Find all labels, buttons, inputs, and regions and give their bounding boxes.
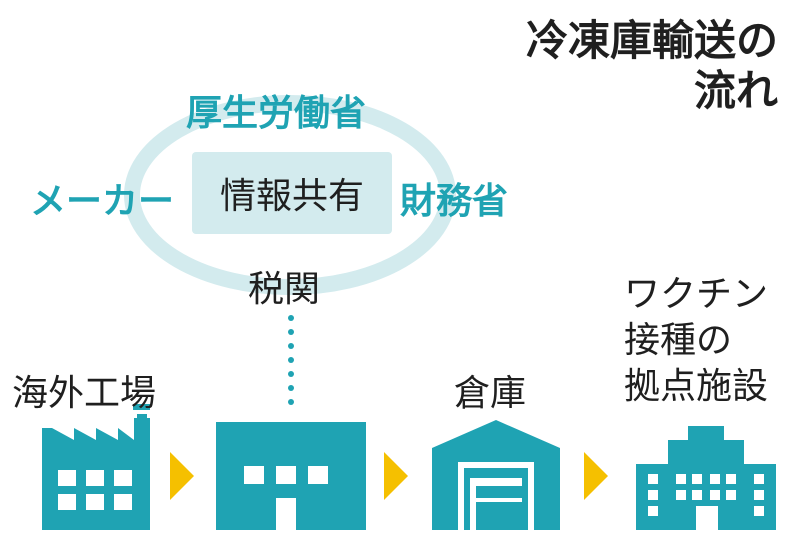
- flow-arrow-2: [384, 452, 408, 500]
- site-label-line-1: ワクチン: [624, 274, 769, 315]
- title-line-2: 流れ: [693, 66, 778, 115]
- info-sharing-ring: [124, 95, 456, 295]
- title-line-1: 冷凍庫輸送の: [525, 16, 778, 65]
- warehouse-label: 倉庫: [454, 373, 527, 414]
- flow-arrow-3: [584, 452, 608, 500]
- agency-mof: 財務省: [400, 180, 509, 222]
- customs-building-icon: [216, 422, 366, 530]
- factory-icon: [42, 404, 150, 530]
- site-label-line-2: 接種の: [624, 320, 733, 361]
- site-label: ワクチン 接種の 拠点施設: [624, 272, 768, 410]
- customs-label: 税関: [248, 269, 321, 310]
- factory-label: 海外工場: [12, 373, 157, 414]
- diagram-title: 冷凍庫輸送の 流れ: [526, 16, 778, 116]
- info-sharing-box: 情報共有: [192, 152, 392, 234]
- customs-dotted-line: [288, 315, 294, 405]
- vaccination-site-icon: [636, 426, 776, 530]
- flow-arrow-1: [170, 452, 194, 500]
- info-sharing-label: 情報共有: [219, 176, 364, 217]
- warehouse-icon: [432, 420, 560, 530]
- agency-mhlw: 厚生労働省: [186, 92, 367, 134]
- agency-manufacturer: メーカー: [30, 180, 175, 222]
- site-label-line-3: 拠点施設: [624, 366, 769, 407]
